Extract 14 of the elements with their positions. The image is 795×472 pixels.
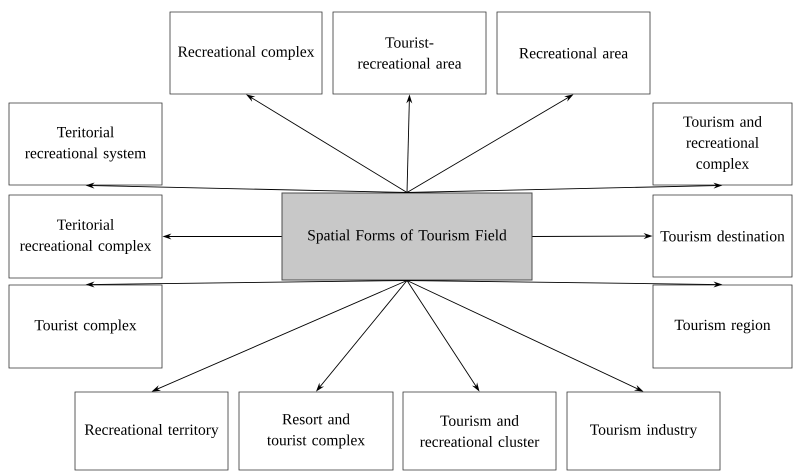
concept-box: Recreational area: [496, 12, 650, 94]
concept-box: Teritorial recreational system: [8, 102, 162, 186]
central-box: Spatial Forms of Tourism Field: [282, 192, 532, 280]
concept-box: Tourism industry: [566, 392, 720, 470]
concept-box: Tourism region: [652, 284, 792, 368]
concept-box: Tourism destination: [652, 194, 792, 278]
concept-box: Resort and tourist complex: [238, 392, 394, 470]
concept-box: Tourism and recreational complex: [652, 102, 792, 186]
concept-box: Recreational territory: [74, 392, 228, 470]
concept-box: Tourism and recreational cluster: [402, 392, 556, 470]
concept-box: Teritorial recreational complex: [8, 194, 162, 278]
concept-box: Tourist- recreational area: [332, 12, 486, 94]
concept-box: Tourist complex: [8, 284, 162, 368]
concept-box: Recreational complex: [170, 12, 322, 94]
